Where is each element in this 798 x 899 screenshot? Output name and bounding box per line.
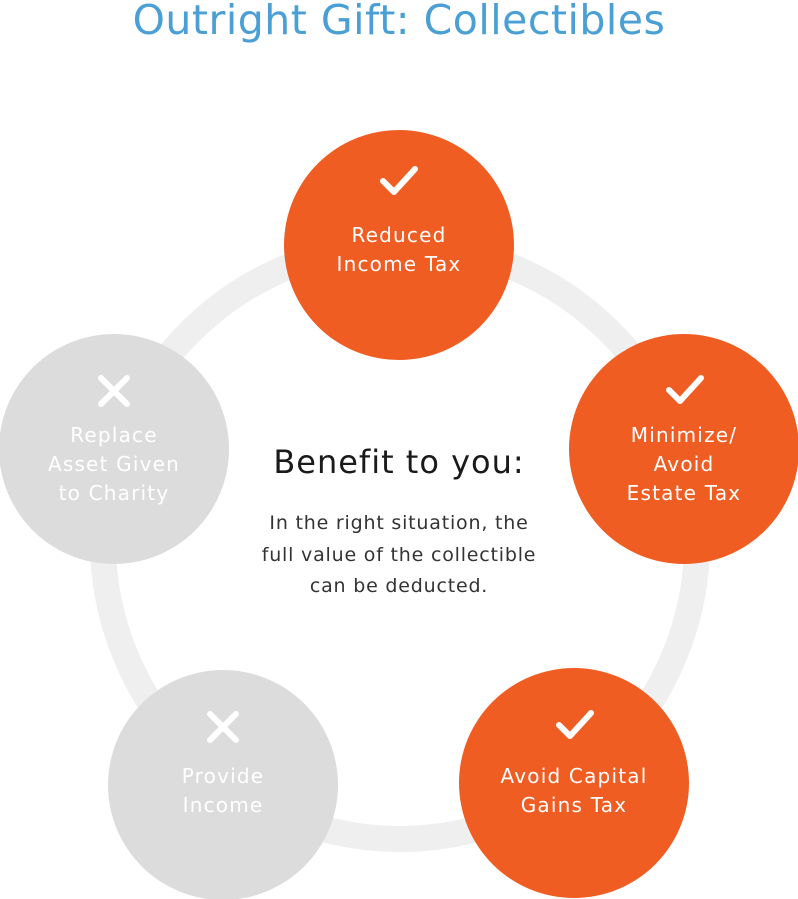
check-icon (664, 369, 706, 411)
benefit-replace-asset: Replace Asset Given to Charity (0, 334, 229, 564)
check-icon (378, 160, 420, 202)
center-heading: Benefit to you: (273, 443, 525, 481)
benefit-avoid-capital-gains-tax: Avoid Capital Gains Tax (459, 668, 689, 898)
benefit-label: Replace Asset Given to Charity (47, 423, 181, 505)
center-body: In the right situation, the full value o… (261, 512, 537, 597)
benefit-label: Provide Income (181, 764, 265, 817)
benefit-label: Minimize/ Avoid Estate Tax (626, 423, 742, 505)
cross-icon (202, 706, 244, 748)
benefit-reduced-income-tax: Reduced Income Tax (284, 130, 514, 360)
page-title: Outright Gift: Collectibles (132, 0, 666, 44)
benefit-label: Reduced Income Tax (336, 223, 462, 276)
check-icon (554, 704, 596, 746)
benefit-minimize-estate-tax: Minimize/ Avoid Estate Tax (569, 334, 798, 564)
benefit-provide-income: Provide Income (108, 670, 338, 899)
cross-icon (93, 370, 135, 412)
benefit-label: Avoid Capital Gains Tax (500, 764, 648, 817)
